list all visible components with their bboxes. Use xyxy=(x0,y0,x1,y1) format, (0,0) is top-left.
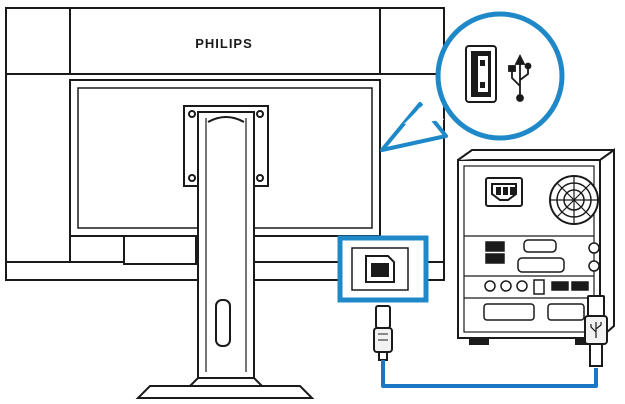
audio-jack-icon xyxy=(516,280,528,292)
stand-top-curve xyxy=(207,116,245,123)
usb-type-b-port-icon xyxy=(365,255,395,283)
usb-a-port-icon xyxy=(571,281,589,291)
usb-cable xyxy=(381,360,598,388)
vesa-screw xyxy=(256,174,264,182)
computer-tower xyxy=(457,148,615,345)
serial-port-icon xyxy=(517,257,565,273)
audio-jack-icon xyxy=(588,260,600,272)
usb-upstream-port-highlight xyxy=(337,235,429,303)
usb-downstream-port-icon xyxy=(465,45,497,103)
callout-circle xyxy=(435,11,565,141)
ethernet-port-icon xyxy=(533,279,545,295)
dvi-port-icon xyxy=(483,303,535,321)
usb-a-port-icon xyxy=(485,241,505,252)
monitor-port-bay xyxy=(123,235,197,265)
audio-jack-icon xyxy=(588,242,600,254)
rear-io-ports xyxy=(464,239,600,321)
vga-port-icon xyxy=(523,239,557,253)
stand-cable-slot xyxy=(215,299,231,347)
tower-top-edge xyxy=(457,149,614,161)
expansion-slot-icon xyxy=(547,303,585,321)
power-socket-icon xyxy=(485,177,523,207)
vesa-screw xyxy=(188,110,196,118)
audio-jack-icon xyxy=(484,280,496,292)
usb-b-plug xyxy=(373,305,393,361)
stand-base-joint xyxy=(253,377,263,387)
usb-type-a-plug-icon xyxy=(584,295,608,367)
monitor-stand xyxy=(135,111,315,399)
stand-base-joint xyxy=(189,377,199,387)
fan-grille-icon xyxy=(549,175,599,225)
audio-jack-icon xyxy=(500,280,512,292)
usb-a-port-icon xyxy=(485,253,505,264)
usb-trident-icon xyxy=(508,53,532,102)
stand-base xyxy=(135,385,315,399)
usb-port-callout xyxy=(380,11,565,152)
monitor-brand-label: PHILIPS xyxy=(195,36,253,51)
usb-a-port-icon xyxy=(551,281,569,291)
vesa-screw xyxy=(256,110,264,118)
monitor-back-cover-inner xyxy=(77,87,373,229)
vesa-screw xyxy=(188,174,196,182)
tower-foot xyxy=(469,337,489,345)
